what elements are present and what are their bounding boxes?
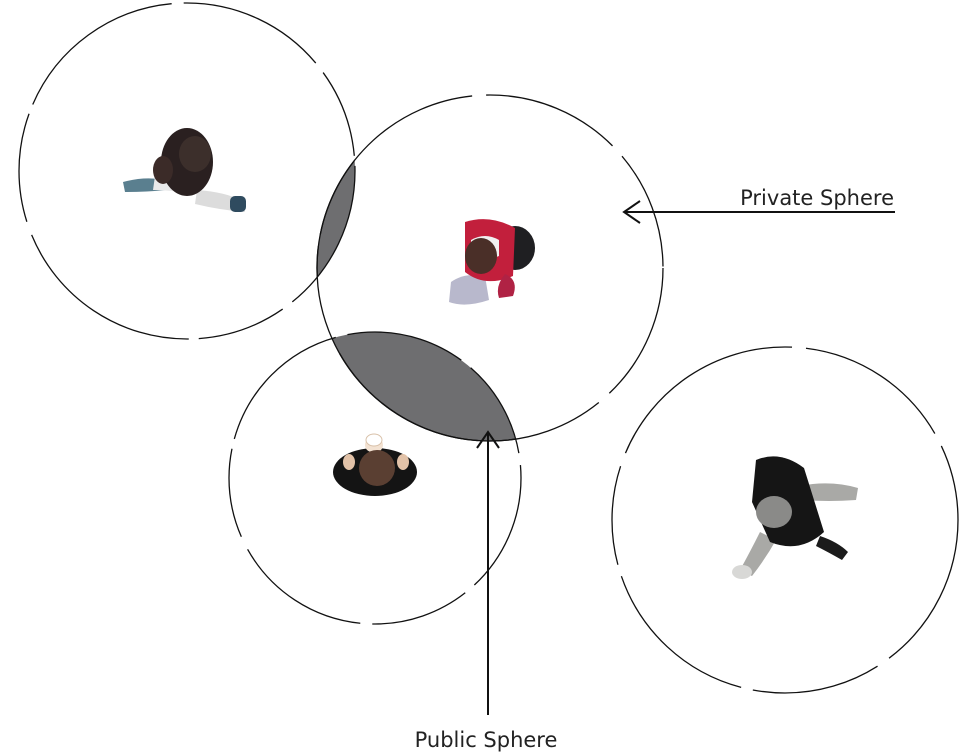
sphere-ring-right [611, 346, 959, 694]
sphere-ring-top-left [18, 2, 356, 340]
public-sphere-label: Public Sphere [415, 728, 558, 752]
standing-person-icon [333, 433, 417, 496]
sphere-ring-center [316, 94, 664, 442]
private-sphere-label: Private Sphere [740, 186, 894, 210]
walking-person-icon [123, 128, 246, 212]
private-sphere-arrowhead [622, 200, 641, 224]
public-sphere-arrowhead [476, 430, 500, 449]
walking-person-icon [732, 456, 858, 579]
sphere-ring-bottom-left [228, 331, 522, 625]
walking-person-icon [449, 219, 535, 305]
